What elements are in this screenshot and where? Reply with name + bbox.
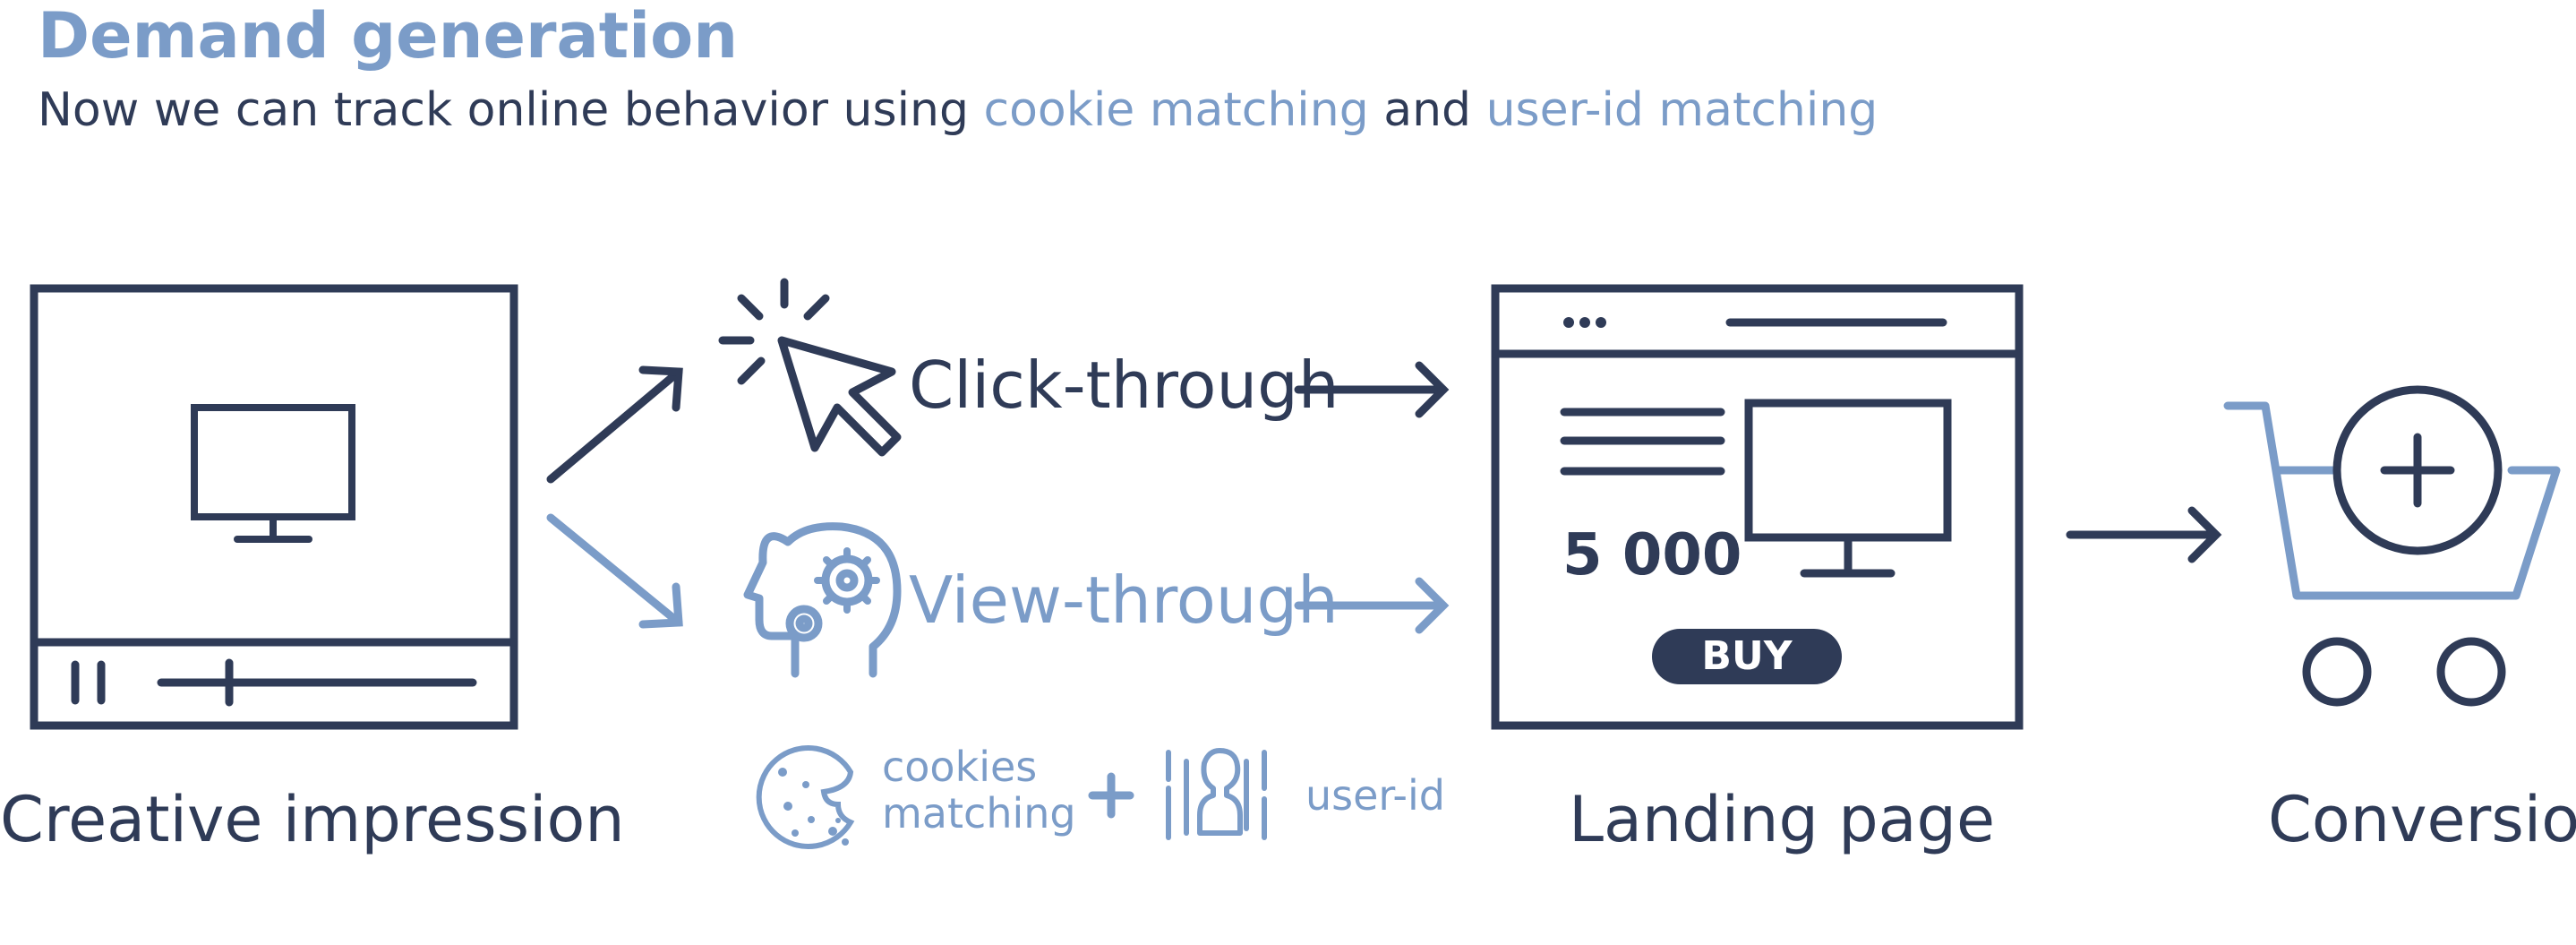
cookies-label: cookies bbox=[882, 743, 1038, 791]
page-title: Demand generation bbox=[38, 0, 739, 73]
add-to-cart-icon bbox=[2332, 385, 2503, 555]
cursor-click-icon bbox=[718, 278, 902, 457]
cart-wheels-icon bbox=[2302, 637, 2506, 707]
subtitle-userid-matching: user-id matching bbox=[1485, 83, 1879, 137]
plus-icon bbox=[1088, 772, 1134, 819]
shopping-cart-icon bbox=[2223, 401, 2561, 600]
buy-label: BUY bbox=[1701, 633, 1793, 679]
conversion-label: Conversion bbox=[2268, 783, 2576, 856]
browser-dots-icon bbox=[1563, 317, 1606, 328]
click-through-label: Click-through bbox=[909, 348, 1339, 423]
creative-impression-label: Creative impression bbox=[0, 783, 625, 856]
buy-button bbox=[1652, 629, 1842, 684]
user-id-label: user-id bbox=[1305, 771, 1445, 820]
arrow-click-to-landing bbox=[1294, 361, 1450, 418]
cookie-icon bbox=[756, 745, 855, 849]
video-player-icon bbox=[30, 284, 518, 730]
arrow-view-to-landing bbox=[1294, 577, 1450, 634]
subtitle-prefix: Now we can track online behavior using bbox=[38, 83, 984, 137]
matching-label: matching bbox=[882, 789, 1076, 838]
page-subtitle: Now we can track online behavior using c… bbox=[38, 79, 1878, 142]
cookie-crumbs bbox=[778, 768, 849, 846]
landing-page-label: Landing page bbox=[1569, 783, 1996, 856]
head-gears-icon bbox=[743, 522, 902, 678]
view-through-label: View-through bbox=[909, 563, 1339, 638]
arrow-to-click bbox=[546, 365, 683, 484]
arrow-to-view bbox=[546, 513, 683, 629]
subtitle-mid: and bbox=[1368, 83, 1486, 137]
subtitle-cookie-matching: cookie matching bbox=[983, 83, 1369, 137]
user-id-icon bbox=[1166, 748, 1267, 840]
arrow-to-conversion bbox=[2066, 506, 2222, 563]
landing-page-browser-icon bbox=[1491, 284, 2024, 730]
price-value: 5 000 bbox=[1562, 522, 1742, 588]
